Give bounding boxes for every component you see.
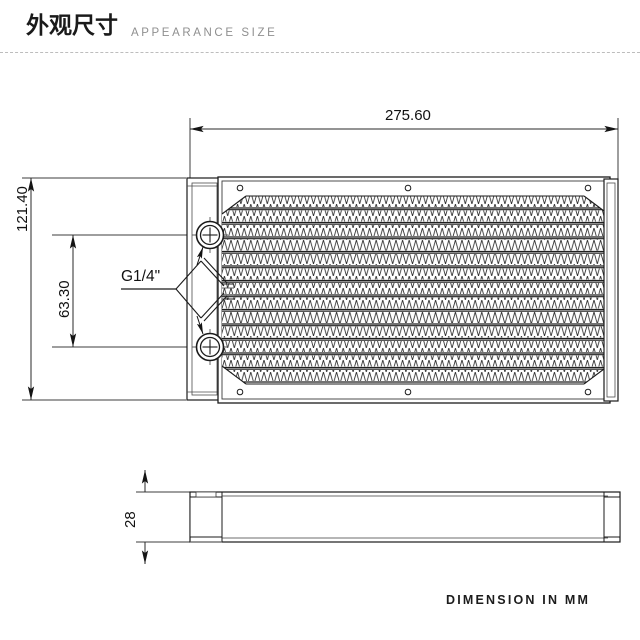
- page-title-en: APPEARANCE SIZE: [131, 27, 278, 39]
- front-view: [121, 176, 619, 404]
- mounting-screw-holes: [236, 184, 592, 396]
- right-end-tank: [603, 178, 619, 402]
- port-label-leader: [121, 246, 234, 335]
- dimension-label-port-spacing: 63.30: [56, 280, 73, 318]
- page-title-cn: 外观尺寸: [26, 13, 118, 39]
- dimension-port-spacing: [52, 234, 196, 348]
- left-tank: [186, 177, 223, 401]
- header-divider: [0, 52, 640, 53]
- port-thread-label: G1/4": [121, 268, 161, 285]
- dimension-overall-length: [189, 118, 619, 180]
- side-view: [189, 491, 621, 543]
- dimension-overall-height: [22, 177, 186, 401]
- radiator-fin-block: [222, 196, 608, 384]
- fin-rows: [222, 196, 608, 381]
- dimension-label-thickness: 28: [122, 511, 139, 528]
- flat-tubes: [222, 207, 608, 383]
- page-header: 外观尺寸 APPEARANCE SIZE: [0, 0, 640, 56]
- port-upper: [192, 217, 228, 253]
- port-lower: [192, 329, 228, 365]
- dimension-label-overall-length: 275.60: [385, 107, 431, 124]
- dimension-label-overall-height: 121.40: [14, 186, 31, 232]
- units-note: DIMENSION IN MM: [446, 593, 591, 607]
- core-chamfers: [221, 195, 609, 385]
